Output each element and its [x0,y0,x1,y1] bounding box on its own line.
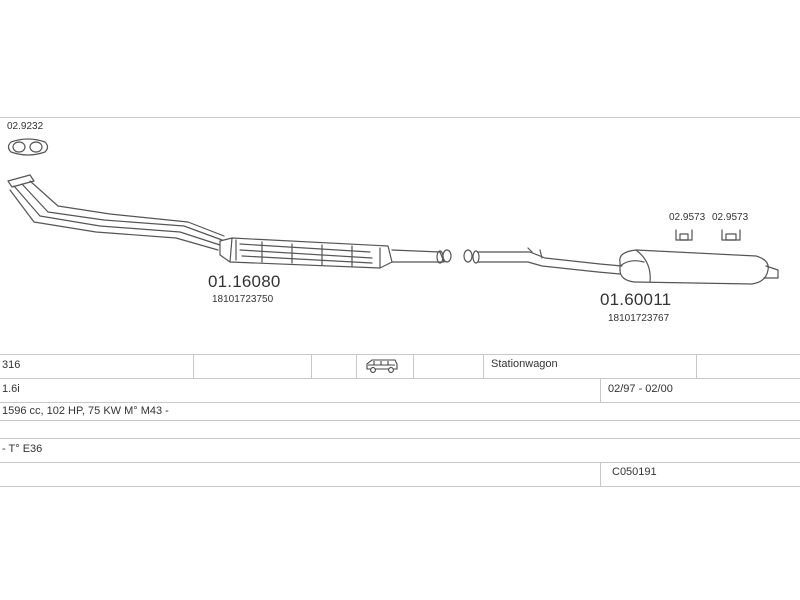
specs-cell: 1596 cc, 102 HP, 75 KW M° M43 - [2,405,169,417]
rear-part-oe: 18101723767 [608,313,670,324]
middle-pipe-icon [463,247,623,275]
front-muffler-icon [219,237,452,269]
body-type-cell: Stationwagon [491,358,558,370]
top-divider [0,117,800,118]
hanger-right-icon [721,229,741,241]
front-part-number: 01.16080 [208,272,281,291]
front-pipe-icon [7,174,225,251]
hanger-left-icon [675,229,693,241]
code-cell: C050191 [612,466,657,478]
rear-muffler-icon [619,249,779,285]
model-cell: 316 [2,359,21,371]
years-cell: 02/97 - 02/00 [608,383,673,395]
hanger-right-label: 02.9573 [712,212,749,223]
engine-cell: 1.6i [2,383,20,395]
type-cell: - T° E36 [2,443,43,455]
gasket-clamp-icon [7,138,49,156]
station-wagon-icon [366,359,398,373]
exhaust-system-drawing [7,138,779,285]
clamp-top-label: 02.9232 [7,121,44,132]
rear-part-number: 01.60011 [600,290,672,309]
front-part-oe: 18101723750 [212,294,274,305]
hanger-left-label: 02.9573 [669,212,706,223]
